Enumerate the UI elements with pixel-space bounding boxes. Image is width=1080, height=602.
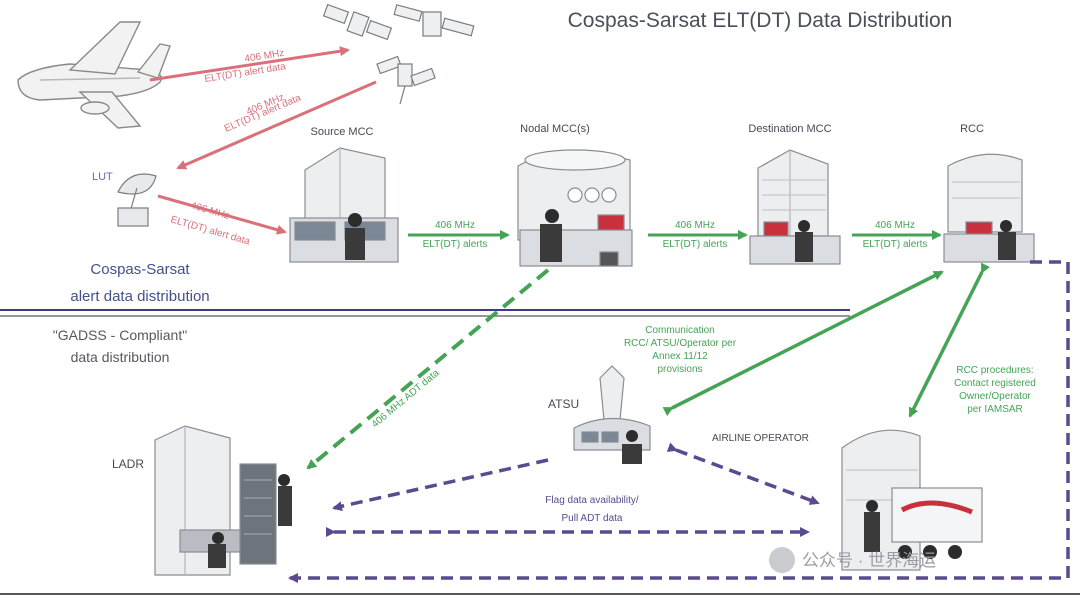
nodal-mcc-building-icon <box>517 149 633 267</box>
nodal-mcc-label: Nodal MCC(s) <box>520 123 590 135</box>
source-nodal-data-label: ELT(DT) alerts <box>423 239 488 250</box>
atsu-label: ATSU <box>548 397 579 411</box>
lut-antenna-icon <box>117 173 157 227</box>
source-mcc-label: Source MCC <box>311 126 374 138</box>
satellite-icon <box>393 4 475 37</box>
nodal-destination-data-label: ELT(DT) alerts <box>663 239 728 250</box>
adt-data-label: 406 MHz ADT data <box>370 367 442 430</box>
wechat-icon <box>769 547 795 573</box>
source-nodal-freq-label: 406 MHz <box>435 220 475 231</box>
nodal-destination-freq-label: 406 MHz <box>675 220 715 231</box>
destination-rcc-data-label: ELT(DT) alerts <box>863 239 928 250</box>
source-mcc-building-icon <box>289 147 399 263</box>
diagram-title: Cospas-Sarsat ELT(DT) Data Distribution <box>568 9 953 32</box>
comm-label-line3: Annex 11/12 <box>652 351 708 362</box>
lut-mcc-freq-label: 406 MHz <box>189 200 230 222</box>
rcc-to-ladr-dashed-path <box>288 260 1070 583</box>
rcc-procedure-line2: Contact registered <box>954 378 1036 389</box>
flag-data-line2: Pull ADT data <box>562 513 623 524</box>
rcc-procedure-line1: RCC procedures: <box>956 365 1033 376</box>
rcc-procedure-line3: Owner/Operator <box>959 391 1031 402</box>
lut-label: LUT <box>92 171 113 183</box>
section-bottom-line1: "GADSS - Compliant" <box>53 327 187 343</box>
comm-label-line1: Communication <box>645 325 714 336</box>
satellite-to-lut-arrow <box>176 80 377 170</box>
rcc-label: RCC <box>960 123 984 135</box>
airline-operator-label: AIRLINE OPERATOR <box>712 433 809 444</box>
atsu-rcc-bidirectional-arrow <box>662 270 944 417</box>
aircraft-to-satellite-arrow <box>149 46 350 82</box>
airline-operator-building-icon <box>841 429 983 571</box>
rcc-airline-bidirectional-arrow <box>908 262 991 418</box>
aircraft-icon <box>17 21 171 129</box>
destination-mcc-building-icon <box>749 149 841 265</box>
atsu-airline-dashed-arrow <box>666 442 820 505</box>
rcc-building-icon <box>943 153 1035 263</box>
ladr-label: LADR <box>112 457 144 471</box>
satellite-icon <box>322 3 393 41</box>
atsu-to-ladr-dashed-arrow <box>332 458 549 512</box>
ladr-building-icon <box>154 425 292 576</box>
comm-label-line4: provisions <box>657 364 702 375</box>
destination-mcc-label: Destination MCC <box>748 123 831 135</box>
section-top-line2: alert data distribution <box>70 288 209 305</box>
comm-label-line2: RCC/ ATSU/Operator per <box>624 338 737 349</box>
watermark-text: 公众号 · 世界海运 <box>802 551 936 570</box>
satellite-lut-data-label: ELT(DT) alert data <box>223 92 303 134</box>
nodal-to-ladr-dashed-arrow <box>306 268 550 470</box>
section-top-line1: Cospas-Sarsat <box>90 261 190 278</box>
atsu-tower-icon <box>573 365 651 464</box>
satellite-icon <box>376 55 436 105</box>
destination-rcc-freq-label: 406 MHz <box>875 220 915 231</box>
section-bottom-line2: data distribution <box>71 349 170 365</box>
rcc-procedure-line4: per IAMSAR <box>967 404 1023 415</box>
lut-to-source-mcc-arrow <box>157 194 287 235</box>
flag-data-line1: Flag data availability/ <box>545 495 639 506</box>
